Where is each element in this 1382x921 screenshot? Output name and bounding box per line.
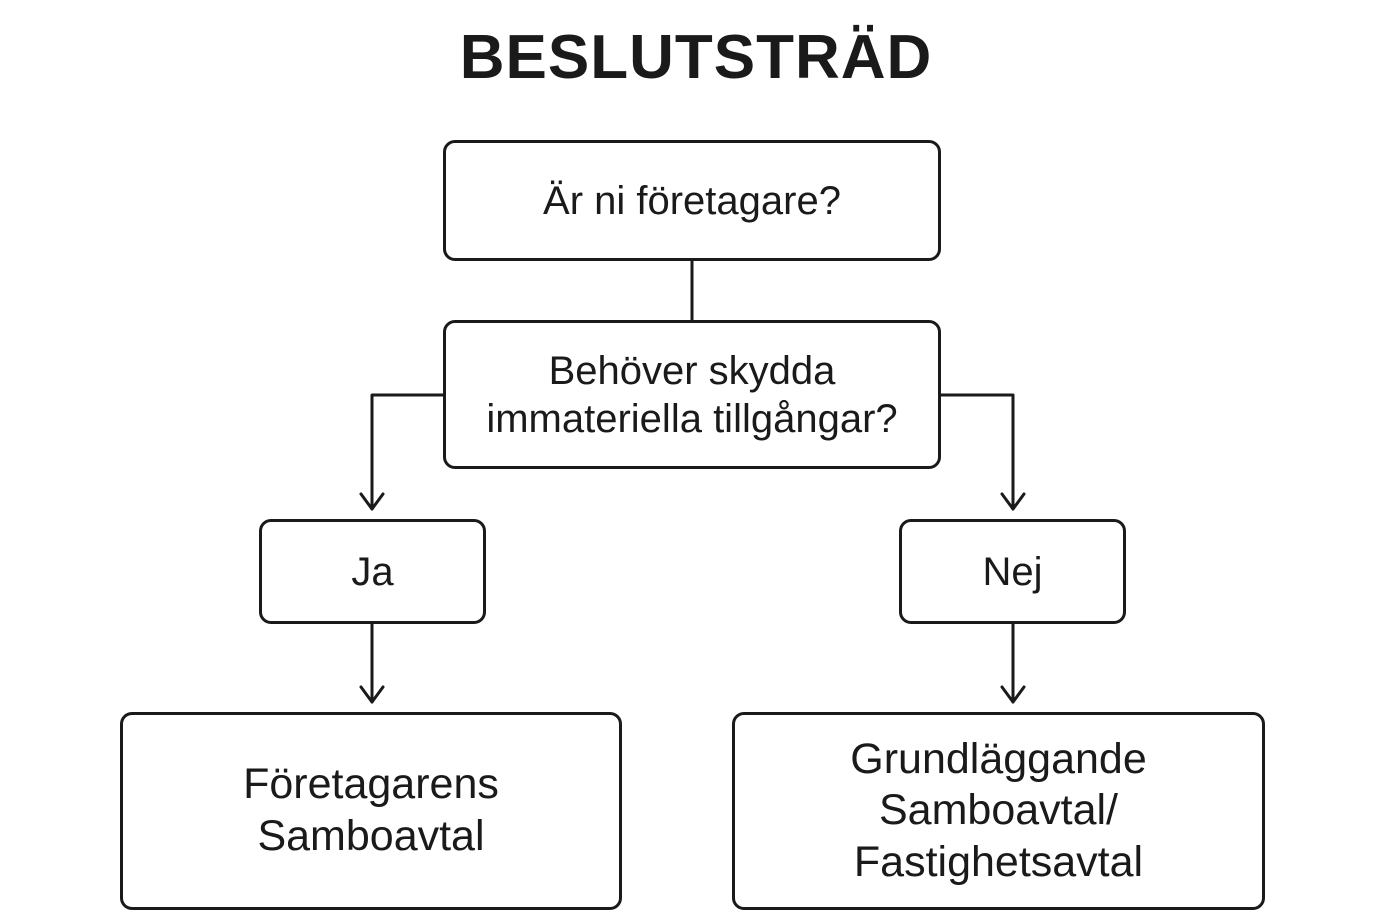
- outcome-node-basic-agreement-label: Grundläggande Samboavtal/ Fastighetsavta…: [850, 734, 1147, 886]
- connector-q2-yes: [370, 393, 445, 511]
- connector-q2-no: [939, 393, 1015, 511]
- outcome-node-entrepreneur-agreement: Företagarens Samboavtal: [120, 712, 622, 910]
- arrowhead-no: [1000, 492, 1026, 511]
- question-node-ip-protection: Behöver skydda immateriella tillgångar?: [443, 320, 941, 469]
- question-node-entrepreneur-label: Är ni företagare?: [543, 178, 841, 223]
- arrowhead-no-outcome: [1000, 685, 1026, 704]
- question-node-ip-protection-label: Behöver skydda immateriella tillgångar?: [486, 348, 898, 441]
- outcome-node-entrepreneur-agreement-label: Företagarens Samboavtal: [243, 760, 499, 860]
- arrowhead-yes-outcome: [359, 685, 385, 704]
- branch-node-no: Nej: [899, 519, 1126, 624]
- branch-node-no-label: Nej: [982, 549, 1043, 594]
- outcome-node-basic-agreement: Grundläggande Samboavtal/ Fastighetsavta…: [732, 712, 1265, 910]
- diagram-title: BESLUTSTRÄD: [459, 23, 933, 92]
- arrowhead-yes: [359, 492, 385, 511]
- branch-node-yes-label: Ja: [351, 549, 394, 594]
- branch-node-yes: Ja: [259, 519, 486, 624]
- question-node-entrepreneur: Är ni företagare?: [443, 140, 941, 261]
